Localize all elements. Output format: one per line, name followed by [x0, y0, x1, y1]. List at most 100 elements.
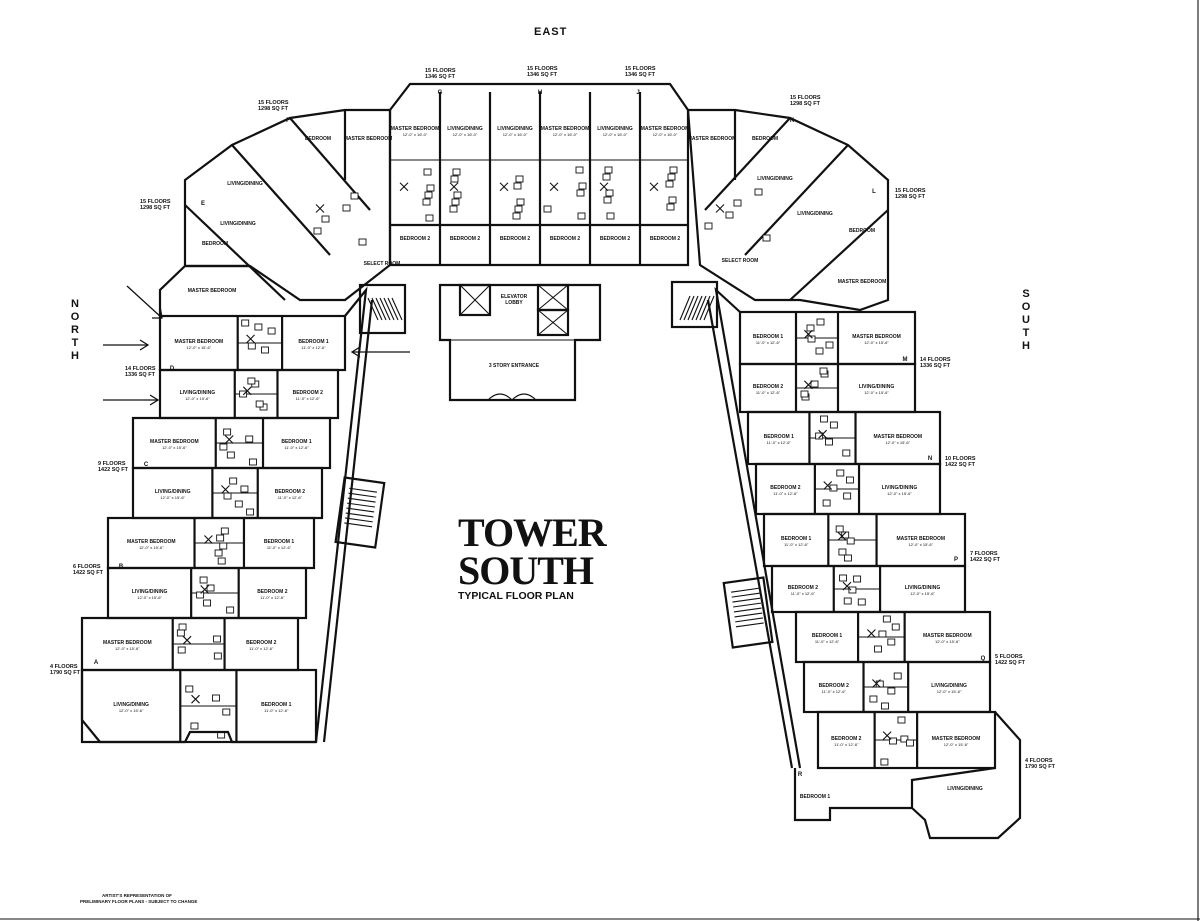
south-stair [722, 576, 774, 649]
fixture [234, 500, 243, 508]
stair-step [735, 622, 764, 628]
room-label: BEDROOM [202, 241, 228, 247]
room-label: LIVING/DINING [180, 390, 216, 396]
unit-area-c: 1422 SQ FT [98, 467, 129, 473]
room-label: BEDROOM 2 [753, 384, 784, 390]
fixture [667, 173, 676, 181]
fixture [881, 702, 889, 710]
room-label: BEDROOM 2 [257, 589, 288, 595]
unit-floors-q: 5 FLOORS [995, 654, 1023, 660]
stair-step [367, 297, 379, 321]
fixture [839, 574, 848, 582]
room-dimensions: 11'-0" x 12'-6" [773, 491, 798, 496]
room-label: BEDROOM [849, 228, 875, 234]
fixture-x [804, 380, 813, 390]
room-dimensions: 11'-0" x 12'-6" [260, 595, 285, 600]
core-outline [438, 283, 602, 402]
fixture [178, 623, 187, 631]
fixture [217, 557, 226, 565]
south-wing-row: BEDROOM 211'-0" x 12'-6"MASTER BEDROOM12… [816, 710, 997, 770]
fixture-x [449, 182, 459, 192]
building-title-line2: SOUTH [458, 548, 594, 593]
fixture [190, 722, 199, 730]
fixture [842, 449, 851, 457]
room-label: LIVING/DINING [905, 585, 941, 591]
fixture [843, 554, 852, 562]
north-corridor-inner [322, 299, 374, 743]
fixture [214, 549, 223, 557]
fixture [453, 191, 462, 199]
stair-step [679, 295, 691, 321]
room-dimensions: 11'-0" x 12'-6" [784, 542, 809, 547]
stair-step [347, 497, 376, 503]
room-label: BEDROOM 2 [275, 489, 306, 495]
fixture [249, 458, 257, 466]
room-dimensions: 12'-0" x 15'-6" [864, 390, 889, 395]
room-label: BEDROOM 2 [600, 236, 631, 242]
unit-letter-j: J [636, 90, 639, 96]
stair-step [735, 617, 764, 623]
unit-area-f: 1298 SQ FT [258, 106, 289, 112]
fixture [835, 525, 844, 533]
room-dimensions: 12'-0" x 16'-0" [553, 132, 578, 137]
room-dimensions: 12'-0" x 15'-6" [885, 440, 910, 445]
room-label: BEDROOM 2 [831, 736, 862, 742]
unit-floors-c: 9 FLOORS [98, 461, 126, 467]
room-label: LIVING/DINING [931, 683, 967, 689]
compass-east-label: EAST [534, 26, 568, 38]
fixture-x [224, 435, 234, 444]
fixture-x [599, 182, 609, 192]
fixture [897, 716, 906, 724]
unit-letter-p: P [954, 557, 958, 563]
room-label: BEDROOM 2 [400, 236, 431, 242]
stair-step [732, 597, 761, 603]
unit-letter-m: M [903, 357, 908, 363]
stair-step [345, 512, 374, 518]
diag-wall [744, 144, 849, 256]
room-dimensions: 12'-0" x 15'-6" [910, 591, 935, 596]
stair-step [733, 607, 762, 613]
fixture-x [872, 679, 881, 688]
unit-letter-n: N [928, 456, 932, 462]
room-label: MASTER BEDROOM [150, 439, 199, 445]
fixture [825, 341, 834, 349]
fixture [423, 168, 432, 176]
fixture [515, 175, 524, 183]
stair-step [344, 522, 373, 528]
row-outline [816, 710, 997, 770]
fixture [449, 205, 458, 213]
unit-floors-g: 15 FLOORS [425, 68, 456, 74]
unit-letter-a: A [94, 660, 99, 666]
arrow-head [149, 394, 160, 406]
fixture [874, 645, 882, 653]
disclaimer-line1: ARTIST'S REPRESENTATION OF [102, 893, 172, 898]
stair-step [731, 592, 760, 598]
northeast-diagonal-units: LIVING/DININGLIVING/DININGBEDROOMBEDROOM… [183, 108, 393, 302]
elevator-x [459, 284, 491, 316]
fixture [900, 735, 909, 743]
stair-step [687, 295, 699, 321]
fixture [222, 708, 231, 716]
room-dimensions: 12'-0" x 16'-0" [653, 132, 678, 137]
fixture [422, 198, 431, 206]
unit-letter-r: R [798, 772, 803, 778]
south-wing: BEDROOM 111'-0" x 12'-6"MASTER BEDROOM12… [738, 310, 1022, 840]
fixture [321, 215, 330, 223]
fixture [906, 739, 914, 747]
south-wing-row: BEDROOM 111'-0" x 12'-6"MASTER BEDROOM12… [762, 512, 967, 568]
fixture [254, 323, 263, 331]
fixture [424, 191, 433, 199]
unit-area-m: 1336 SQ FT [920, 363, 951, 369]
room-dimensions: 11'-0" x 12'-6" [815, 639, 840, 644]
room-label: MASTER BEDROOM [344, 136, 393, 142]
fixture-x [221, 485, 230, 494]
fixture [819, 367, 828, 375]
room-label: MASTER BEDROOM [932, 736, 981, 742]
room-dimensions: 11'-0" x 12'-6" [756, 390, 781, 395]
room-dimensions: 11'-0" x 12'-6" [296, 396, 321, 401]
stair-step [371, 297, 383, 321]
fixture [878, 630, 887, 638]
